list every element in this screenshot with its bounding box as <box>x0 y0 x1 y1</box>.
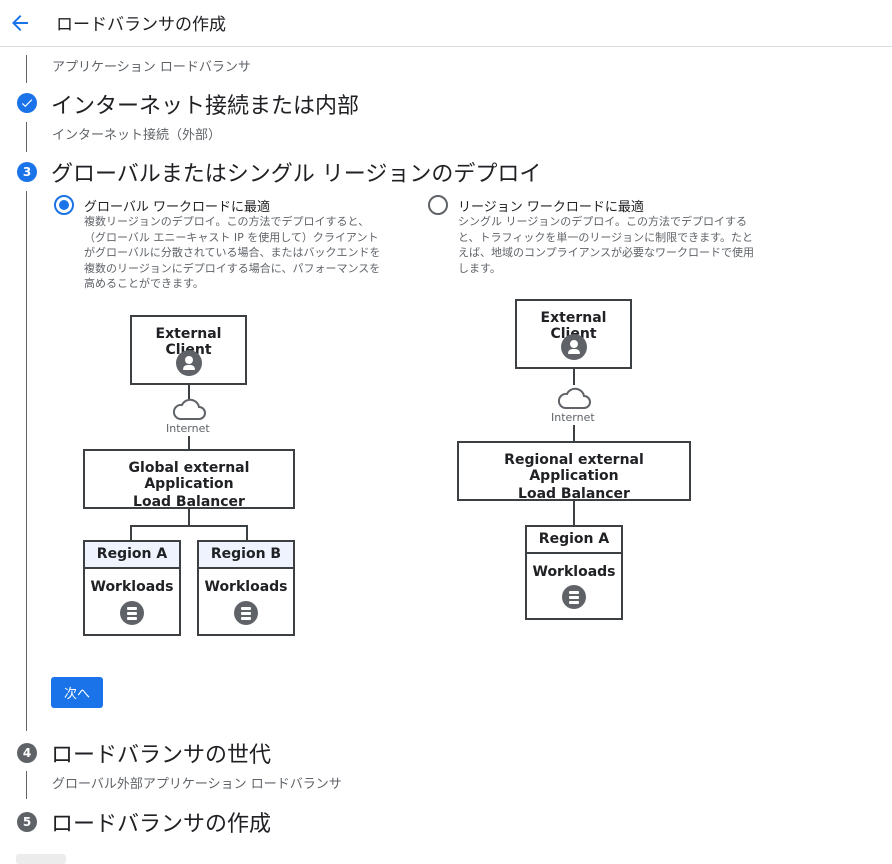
database-icon <box>234 601 258 625</box>
connector-line <box>188 385 190 399</box>
connector-line <box>130 525 248 527</box>
connector-line <box>246 525 248 540</box>
regional-region-a-box: Region A Workloads <box>525 525 623 620</box>
stepper-line <box>26 122 27 152</box>
external-client-box: External Client <box>130 315 247 385</box>
connector-line <box>130 525 132 540</box>
regional-option-title[interactable]: リージョン ワークロードに最適 <box>458 200 644 215</box>
stepper-line <box>26 191 27 731</box>
workloads-label: Workloads <box>204 579 288 595</box>
connector-line <box>573 425 575 441</box>
global-option-title[interactable]: グローバル ワークロードに最適 <box>84 200 271 215</box>
stepper-line <box>26 55 27 83</box>
region-a-label: Region A <box>527 527 621 554</box>
cloud-icon <box>172 398 206 420</box>
step5-number-badge: 5 <box>17 812 37 832</box>
regional-option-description: シングル リージョンのデプロイ。この方法でデプロイする と、トラフィックを単一の… <box>458 215 755 275</box>
global-option-radio[interactable] <box>54 195 74 215</box>
user-icon <box>176 350 202 376</box>
database-icon <box>562 585 586 609</box>
check-icon <box>21 99 33 108</box>
global-lb-label-2: Load Balancer <box>133 494 245 510</box>
step3-number-badge: 3 <box>17 162 37 182</box>
global-option-description: 複数リージョンのデプロイ。この方法でデプロイすると、 （グローバル エニーキャス… <box>84 215 381 290</box>
regional-lb-box: Regional external Application Load Balan… <box>457 441 691 502</box>
regional-option-radio[interactable] <box>428 195 448 215</box>
connector-line <box>573 369 575 385</box>
step2-summary: インターネット接続（外部） <box>52 128 222 143</box>
cloud-icon <box>557 387 591 409</box>
next-button[interactable]: 次へ <box>51 677 103 708</box>
step4-summary: グローバル外部アプリケーション ロードバランサ <box>52 777 342 792</box>
bottom-button-stub[interactable] <box>16 854 66 864</box>
region-b-label: Region B <box>199 542 293 569</box>
back-arrow-icon[interactable] <box>8 11 32 35</box>
step1-summary: アプリケーション ロードバランサ <box>52 60 251 75</box>
step5-title: ロードバランサの作成 <box>51 812 272 837</box>
user-icon <box>561 334 587 360</box>
workloads-label: Workloads <box>532 564 616 580</box>
step3-title: グローバルまたはシングル リージョンのデプロイ <box>51 162 542 187</box>
page-title: ロードバランサの作成 <box>56 15 226 35</box>
page-header: ロードバランサの作成 <box>0 0 892 47</box>
step4-title: ロードバランサの世代 <box>51 743 272 768</box>
step4-number-badge: 4 <box>17 743 37 763</box>
connector-line <box>188 436 190 449</box>
regional-lb-label-2: Load Balancer <box>518 486 630 502</box>
database-icon <box>120 601 144 625</box>
external-client-box: External Client <box>515 299 632 369</box>
workloads-label: Workloads <box>90 579 174 595</box>
internet-label: Internet <box>551 411 595 424</box>
region-a-box: Region A Workloads <box>83 540 181 636</box>
step2-title[interactable]: インターネット接続または内部 <box>51 94 360 119</box>
global-lb-box: Global external Application Load Balance… <box>83 449 295 510</box>
connector-line <box>573 501 575 525</box>
connector-line <box>188 509 190 526</box>
region-a-label: Region A <box>85 542 179 569</box>
internet-label: Internet <box>166 422 210 435</box>
region-b-box: Region B Workloads <box>197 540 295 636</box>
step2-complete-badge <box>17 93 37 113</box>
stepper-line <box>26 771 27 799</box>
regional-lb-label-1: Regional external Application <box>504 452 644 484</box>
global-lb-label-1: Global external Application <box>128 460 250 492</box>
